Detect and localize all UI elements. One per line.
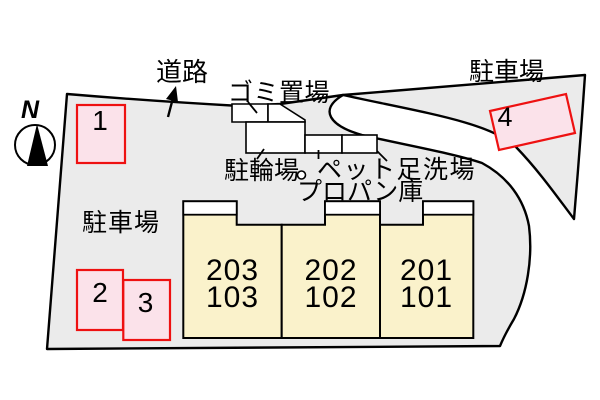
road-label: 道路 bbox=[156, 57, 209, 87]
room-number-101: 101 bbox=[399, 281, 454, 314]
garbage-area-label: ゴミ置場 bbox=[228, 79, 331, 107]
room-number-102: 102 bbox=[304, 281, 358, 314]
garbage-area-box-2 bbox=[267, 103, 306, 123]
room-number-201: 201 bbox=[399, 254, 454, 287]
parking-lot-right-label: 駐車場 bbox=[469, 58, 545, 86]
parking-lot-left-label: 駐車場 bbox=[82, 209, 161, 237]
bicycle-leader-line bbox=[256, 148, 265, 160]
road-arrow-shaft bbox=[166, 97, 175, 118]
garbage-leader-line bbox=[247, 101, 258, 114]
compass-north-label: N bbox=[21, 96, 40, 124]
building-entrance-203 bbox=[182, 200, 238, 216]
room-number-202: 202 bbox=[304, 254, 358, 287]
unit-rooms-202-102: 202 102 bbox=[290, 254, 372, 314]
parking-space-4 bbox=[488, 92, 577, 152]
bicycle-parking-label: 駐輪場 bbox=[224, 157, 300, 185]
pet-foot-wash-label: ペット足洗場 bbox=[317, 156, 477, 184]
bicycle-parking-box bbox=[245, 121, 306, 154]
propane-marker-circle bbox=[296, 170, 307, 180]
compass-needle bbox=[27, 124, 48, 166]
road-arrow-head bbox=[166, 86, 178, 102]
parking-space-3-number: 3 bbox=[137, 287, 154, 318]
parking-space-1 bbox=[75, 103, 127, 165]
propane-storage-label: プロパン庫 bbox=[297, 178, 424, 206]
unit-rooms-203-103: 203 103 bbox=[192, 254, 274, 314]
unit-rooms-201-101: 201 101 bbox=[386, 254, 468, 314]
room-number-103: 103 bbox=[205, 281, 260, 314]
parking-space-4-number: 4 bbox=[497, 102, 513, 132]
room-number-203: 203 bbox=[205, 254, 260, 287]
parking-space-2-number: 2 bbox=[92, 277, 108, 308]
building-entrance-201 bbox=[422, 200, 475, 216]
parking-space-2 bbox=[75, 268, 125, 332]
building-entrance-202 bbox=[324, 200, 381, 216]
utility-box bbox=[341, 134, 378, 154]
parking-space-3 bbox=[122, 278, 172, 342]
parking-space-1-number: 1 bbox=[92, 105, 108, 136]
pet-foot-wash-box bbox=[304, 134, 343, 154]
foot-wash-leader-line bbox=[376, 150, 388, 162]
